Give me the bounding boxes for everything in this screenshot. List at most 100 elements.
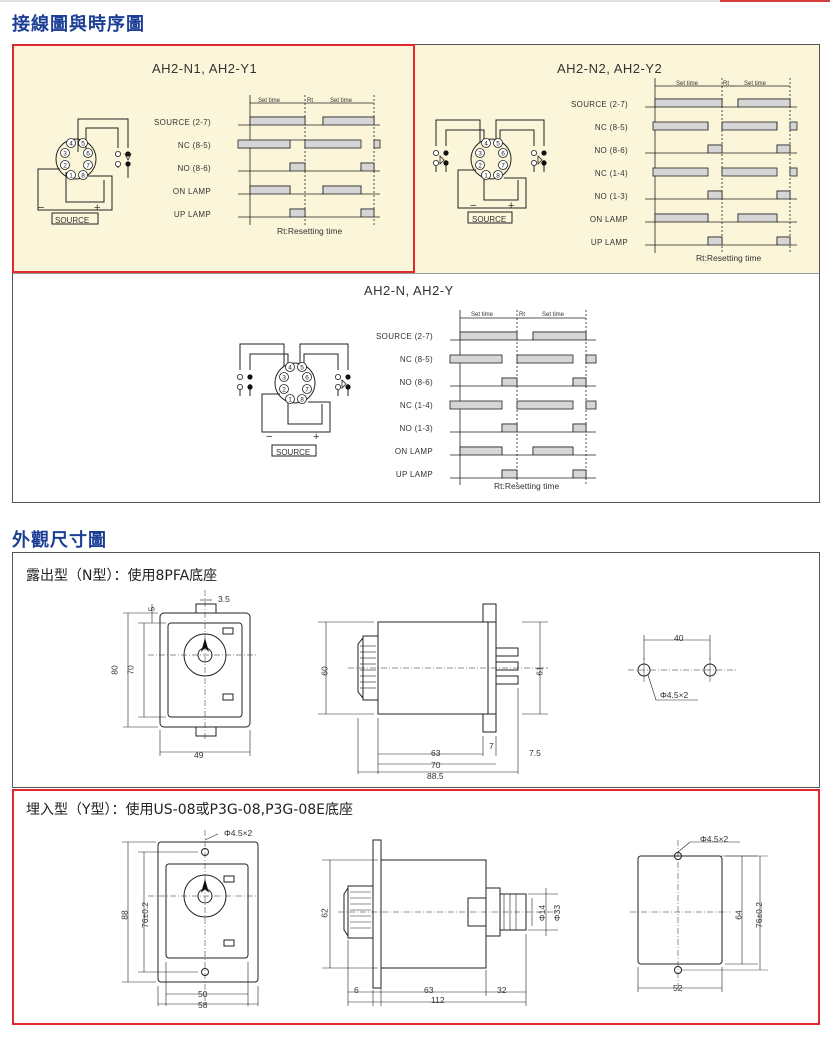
y-type-subtitle: 埋入型（Y型）：使用US-08或P3G-08,P3G-08E底座 [26, 802, 353, 818]
n1y1-minus: − [38, 202, 45, 214]
y-panel-cutout [630, 840, 768, 992]
n-front-view [123, 590, 258, 756]
n-side-h2: 61 [534, 666, 545, 676]
ny-footnote: Rt:Resetting time [494, 481, 560, 491]
svg-text:5: 5 [81, 141, 85, 148]
n2y2-signal-1: NC (8-5) [594, 123, 628, 132]
n-front-tab: 3.5 [218, 594, 230, 604]
n-side-d3: 88.5 [427, 771, 444, 781]
svg-text:7: 7 [305, 387, 309, 394]
y-side-d2: 32 [497, 985, 507, 995]
svg-text:2: 2 [478, 163, 482, 170]
ny-signal-0: SOURCE (2-7) [376, 332, 433, 341]
svg-text:5: 5 [496, 141, 500, 148]
svg-text:6: 6 [501, 151, 505, 158]
n2y2-plus: + [508, 200, 515, 212]
dimensions-section-title: 外觀尺寸圖 [12, 530, 107, 551]
n-type-subtitle: 露出型（N型）：使用8PFA底座 [26, 568, 218, 584]
svg-text:7: 7 [86, 163, 90, 170]
y-cutout-h2: 76±0.2 [753, 902, 764, 928]
ny-set-time-2: Set time [542, 312, 565, 318]
y-type-panel [12, 789, 820, 1025]
n-type-panel [12, 552, 820, 788]
y-front-h-outer: 88 [119, 910, 130, 920]
svg-text:8: 8 [496, 173, 500, 180]
ny-panel [13, 273, 819, 502]
n1y1-timing-chart [237, 95, 381, 225]
svg-text:4: 4 [484, 141, 488, 148]
n2y2-source-label: SOURCE [472, 215, 507, 224]
n-front-h-inner: 70 [125, 665, 136, 675]
n2y2-signal-3: NC (1-4) [594, 169, 628, 178]
n-front-h-outer: 80 [109, 665, 120, 675]
n1y1-signal-2: NO (8-6) [177, 164, 211, 173]
y-front-hole: Φ4.5×2 [224, 828, 253, 838]
ny-signal-5: ON LAMP [394, 447, 433, 456]
ny-minus: − [266, 431, 273, 443]
svg-text:3: 3 [478, 151, 482, 158]
n2y2-title: AH2-N2, AH2-Y2 [557, 61, 663, 76]
n-mounting-holes [628, 635, 738, 701]
svg-text:1: 1 [69, 173, 73, 180]
svg-text:4: 4 [288, 365, 292, 372]
n-holes-spacing: 40 [674, 633, 684, 643]
n1y1-signal-3: ON LAMP [172, 187, 211, 196]
n1y1-highlight [12, 44, 415, 273]
ny-timing-chart [449, 310, 597, 485]
y-front-w-outer: 58 [198, 1000, 208, 1010]
n2y2-set-time-1: Set time [676, 81, 699, 87]
ny-set-time-1: Set time [471, 312, 494, 318]
n-side-view [318, 603, 548, 774]
n-side-pin: 7 [489, 741, 494, 751]
ny-source-label: SOURCE [276, 448, 311, 457]
n2y2-set-time-2: Set time [744, 81, 767, 87]
top-rule [0, 0, 830, 2]
svg-text:1: 1 [484, 173, 488, 180]
y-side-total: 112 [431, 995, 445, 1005]
n1y1-signal-0: SOURCE (2-7) [154, 118, 211, 127]
n-holes-hole: Φ4.5×2 [660, 690, 689, 700]
wiring-section-title: 接線圖與時序圖 [12, 14, 145, 35]
y-side-d-small: Φ14 [537, 904, 548, 922]
y-side-view [322, 839, 558, 1006]
n-front-width: 49 [194, 750, 204, 760]
ny-signal-3: NC (1-4) [399, 401, 433, 410]
n2y2-footnote: Rt:Resetting time [696, 253, 762, 263]
ny-plus: + [313, 431, 320, 443]
n2y2-wiring-diagram: 4 5 3 6 2 7 1 8 [433, 119, 547, 224]
n2y2-signal-5: ON LAMP [589, 215, 628, 224]
n1y1-footnote: Rt:Resetting time [277, 226, 343, 236]
n-side-pin2: 7.5 [529, 748, 541, 758]
n2y2-signal-2: NO (8-6) [594, 146, 628, 155]
y-front-w-inner: 50 [198, 989, 208, 999]
n2y2-signal-6: UP LAMP [590, 238, 628, 247]
y-side-flange: 6 [354, 985, 359, 995]
svg-text:6: 6 [305, 375, 309, 382]
svg-text:8: 8 [81, 173, 85, 180]
n1y1-rt: Rt [307, 98, 313, 104]
n-front-top: 5 [146, 606, 157, 612]
n-side-d2: 70 [431, 760, 441, 770]
y-cutout-w: 52 [673, 983, 683, 993]
n2y2-timing-chart [645, 78, 798, 253]
svg-text:7: 7 [501, 163, 505, 170]
n2y2-minus: − [470, 200, 477, 212]
ny-signal-6: UP LAMP [395, 470, 433, 479]
n1y1-signal-1: NC (8-5) [177, 141, 211, 150]
ny-signal-4: NO (1-3) [399, 424, 433, 433]
n1y1-plus: + [94, 202, 101, 214]
y-side-d-big: Φ33 [552, 904, 563, 922]
svg-text:8: 8 [300, 397, 304, 404]
y-front-view [122, 830, 259, 1006]
y-cutout-h1: 64 [733, 910, 744, 920]
n-side-h: 60 [319, 666, 330, 676]
y-side-h: 62 [319, 908, 330, 918]
n1y1-set-time-1: Set time [258, 98, 281, 104]
n2y2-rt: Rt [723, 81, 729, 87]
svg-text:2: 2 [63, 163, 67, 170]
svg-text:6: 6 [86, 151, 90, 158]
ny-rt: Rt [519, 312, 525, 318]
ny-title: AH2-N, AH2-Y [364, 283, 454, 298]
